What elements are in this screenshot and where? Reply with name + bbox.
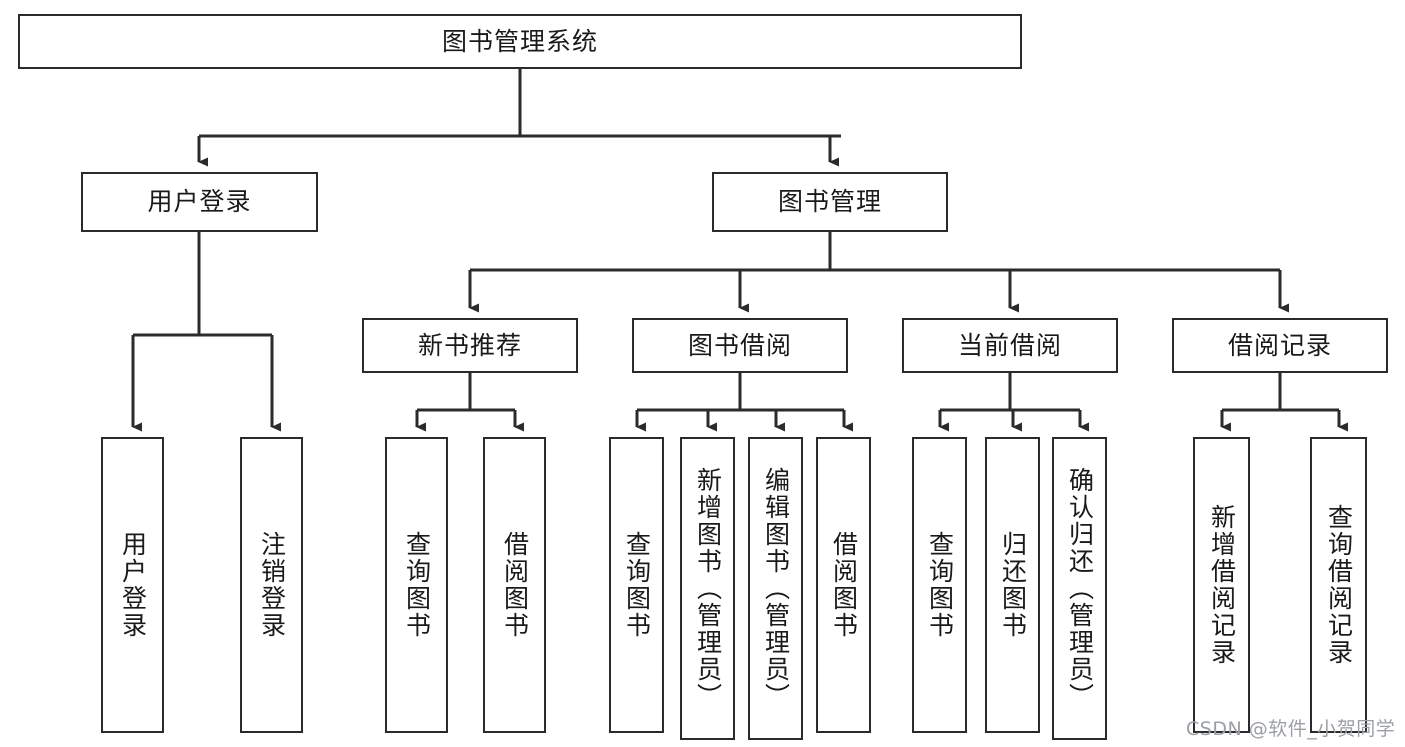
edges-borrowrecord-to-leaves	[1220, 373, 1348, 432]
node-label: 当前借阅	[957, 330, 1062, 360]
node-book-borrow[interactable]: 图书借阅	[632, 318, 848, 373]
node-label: 借阅图书	[500, 531, 530, 639]
node-label: 借阅图书	[829, 531, 859, 639]
node-borrow-record[interactable]: 借阅记录	[1172, 318, 1388, 373]
edges-booklmanage-to-level3	[468, 232, 1289, 313]
leaf-borrow-book[interactable]: 借阅图书	[816, 437, 871, 733]
node-label: 归还图书	[998, 531, 1028, 639]
leaf-borrow-book-recommend[interactable]: 借阅图书	[483, 437, 546, 733]
node-label: 查询借阅记录	[1324, 504, 1354, 666]
node-current-borrow[interactable]: 当前借阅	[902, 318, 1118, 373]
edges-userlogin-to-leaves	[131, 232, 281, 432]
leaf-add-borrow-record[interactable]: 新增借阅记录	[1193, 437, 1250, 733]
leaf-add-book-admin[interactable]: 新增图书（管理员）	[680, 437, 735, 740]
leaf-query-book-borrow[interactable]: 查询图书	[609, 437, 664, 733]
node-label: 注销登录	[257, 531, 287, 639]
node-book-manage[interactable]: 图书管理	[712, 172, 948, 232]
leaf-confirm-return-admin[interactable]: 确认归还（管理员）	[1052, 437, 1107, 740]
edges-currentborrow-to-leaves	[938, 373, 1089, 432]
leaf-user-logout[interactable]: 注销登录	[240, 437, 303, 733]
node-label: 新增图书（管理员）	[693, 467, 723, 710]
node-label: 图书借阅	[687, 330, 792, 360]
leaf-user-login[interactable]: 用户登录	[101, 437, 164, 733]
node-label: 新增借阅记录	[1207, 504, 1237, 666]
edges-bookborrow-to-leaves	[635, 373, 853, 432]
node-label: 查询图书	[622, 531, 652, 639]
node-label: 新书推荐	[417, 330, 522, 360]
leaf-edit-book-admin[interactable]: 编辑图书（管理员）	[748, 437, 803, 740]
edges-newbookrec-to-leaves	[415, 373, 524, 432]
node-label: 用户登录	[147, 187, 252, 217]
node-label: 查询图书	[402, 531, 432, 639]
node-book-management-system[interactable]: 图书管理系统	[18, 14, 1022, 69]
node-label: 确认归还（管理员）	[1065, 467, 1095, 710]
node-label: 图书管理	[777, 187, 882, 217]
node-label: 借阅记录	[1227, 330, 1332, 360]
node-label: 用户登录	[118, 531, 148, 639]
leaf-query-borrow-record[interactable]: 查询借阅记录	[1310, 437, 1367, 733]
leaf-return-book[interactable]: 归还图书	[985, 437, 1040, 733]
node-user-login[interactable]: 用户登录	[81, 172, 318, 232]
node-label: 查询图书	[925, 531, 955, 639]
leaf-query-book-current[interactable]: 查询图书	[912, 437, 967, 733]
csdn-watermark: CSDN @软件_小贺同学	[1186, 718, 1396, 740]
leaf-query-book-recommend[interactable]: 查询图书	[385, 437, 448, 733]
node-new-book-recommend[interactable]: 新书推荐	[362, 318, 578, 373]
edges-root-to-level2	[197, 69, 841, 167]
node-label: 编辑图书（管理员）	[761, 467, 791, 710]
node-label: 图书管理系统	[441, 26, 598, 56]
